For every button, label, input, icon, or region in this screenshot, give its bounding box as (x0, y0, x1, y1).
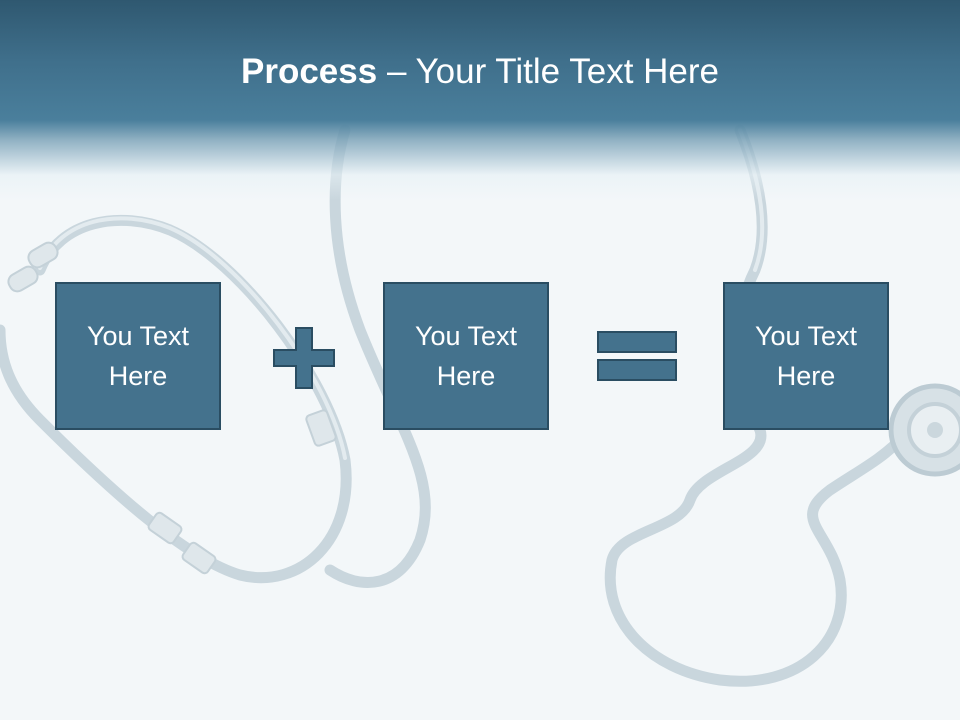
step-box-2: You Text Here (383, 282, 549, 430)
title-rest: – Your Title Text Here (377, 52, 719, 91)
result-box: You Text Here (723, 282, 889, 430)
step-text-2: You Text Here (414, 321, 518, 391)
result-text: You Text Here (754, 321, 858, 391)
page-title: Process – Your Title Text Here (0, 52, 960, 92)
title-bar: Process – Your Title Text Here (0, 0, 960, 200)
step-text-1: You Text Here (86, 321, 190, 391)
title-bold: Process (241, 52, 378, 91)
equals-icon (597, 331, 677, 381)
plus-icon (273, 327, 335, 389)
step-box-1: You Text Here (55, 282, 221, 430)
